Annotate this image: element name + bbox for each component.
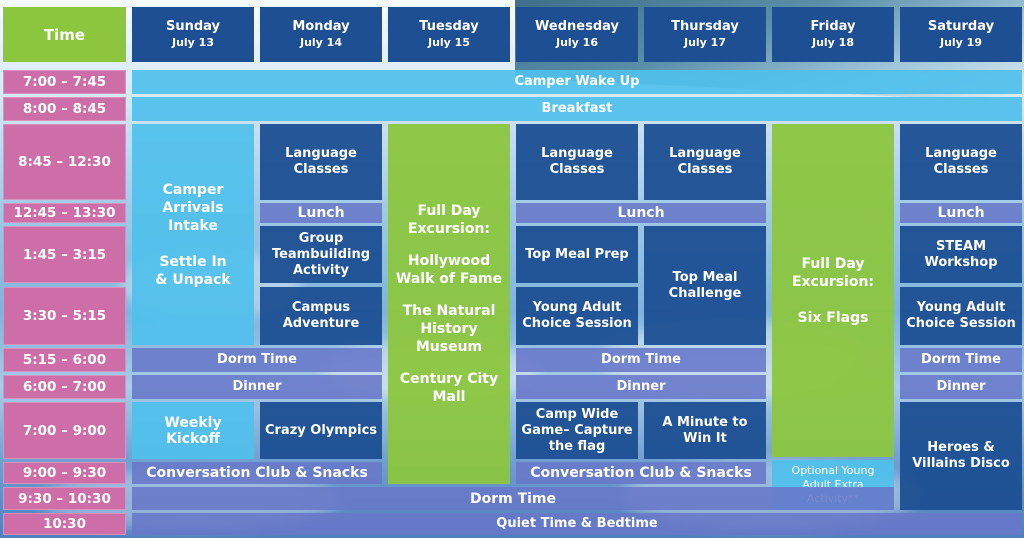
time-slot: 7:00 – 7:45 xyxy=(3,70,126,94)
event-conversation-club: Conversation Club & Snacks xyxy=(516,462,766,484)
event-camp-wide-game: Camp Wide Game– Capture the flag xyxy=(516,402,638,459)
event-young-adult-choice: Young Adult Choice Session xyxy=(900,287,1022,345)
time-slot: 8:45 – 12:30 xyxy=(3,124,126,200)
time-slot: 10:30 xyxy=(3,513,126,535)
time-slot: 5:15 – 6:00 xyxy=(3,348,126,372)
event-wake-up: Camper Wake Up xyxy=(132,70,1022,94)
time-slot: 1:45 – 3:15 xyxy=(3,226,126,283)
event-sunday-arrivals: Camper Arrivals Intake Settle In & Unpac… xyxy=(132,124,254,345)
time-slot: 3:30 – 5:15 xyxy=(3,287,126,345)
event-language-classes: Language Classes xyxy=(260,124,382,200)
event-tuesday-excursion: Full Day Excursion: Hollywood Walk of Fa… xyxy=(388,124,510,484)
event-conversation-club: Conversation Club & Snacks xyxy=(132,462,382,484)
event-lunch: Lunch xyxy=(260,203,382,223)
event-breakfast: Breakfast xyxy=(132,97,1022,121)
event-dorm-time-late: Dorm Time xyxy=(132,487,894,510)
time-slot: 8:00 – 8:45 xyxy=(3,97,126,121)
event-crazy-olympics: Crazy Olympics xyxy=(260,402,382,459)
event-dinner: Dinner xyxy=(900,375,1022,399)
event-dorm-time: Dorm Time xyxy=(900,348,1022,372)
event-group-teambuilding: Group Teambuilding Activity xyxy=(260,226,382,283)
event-top-meal-challenge: Top Meal Challenge xyxy=(644,226,766,345)
event-top-meal-prep: Top Meal Prep xyxy=(516,226,638,283)
time-slot: 6:00 – 7:00 xyxy=(3,375,126,399)
event-steam-workshop: STEAM Workshop xyxy=(900,226,1022,283)
event-quiet-time: Quiet Time & Bedtime xyxy=(132,513,1022,535)
time-slot: 9:30 – 10:30 xyxy=(3,487,126,510)
event-language-classes: Language Classes xyxy=(644,124,766,200)
event-heroes-villains: Heroes & Villains Disco xyxy=(900,402,1022,510)
event-lunch: Lunch xyxy=(900,203,1022,223)
event-language-classes: Language Classes xyxy=(516,124,638,200)
event-language-classes: Language Classes xyxy=(900,124,1022,200)
event-dinner: Dinner xyxy=(132,375,382,399)
event-dorm-time: Dorm Time xyxy=(516,348,766,372)
event-dorm-time: Dorm Time xyxy=(132,348,382,372)
event-weekly-kickoff: Weekly Kickoff xyxy=(132,402,254,459)
time-slot: 12:45 – 13:30 xyxy=(3,203,126,223)
time-slot: 7:00 – 9:00 xyxy=(3,402,126,459)
event-dinner: Dinner xyxy=(516,375,766,399)
time-slot: 9:00 – 9:30 xyxy=(3,462,126,484)
event-minute-to-win: A Minute to Win It xyxy=(644,402,766,459)
event-young-adult-choice: Young Adult Choice Session xyxy=(516,287,638,345)
event-campus-adventure: Campus Adventure xyxy=(260,287,382,345)
event-lunch: Lunch xyxy=(516,203,766,223)
time-header: Time xyxy=(3,7,126,62)
event-friday-excursion: Full Day Excursion: Six Flags xyxy=(772,124,894,457)
